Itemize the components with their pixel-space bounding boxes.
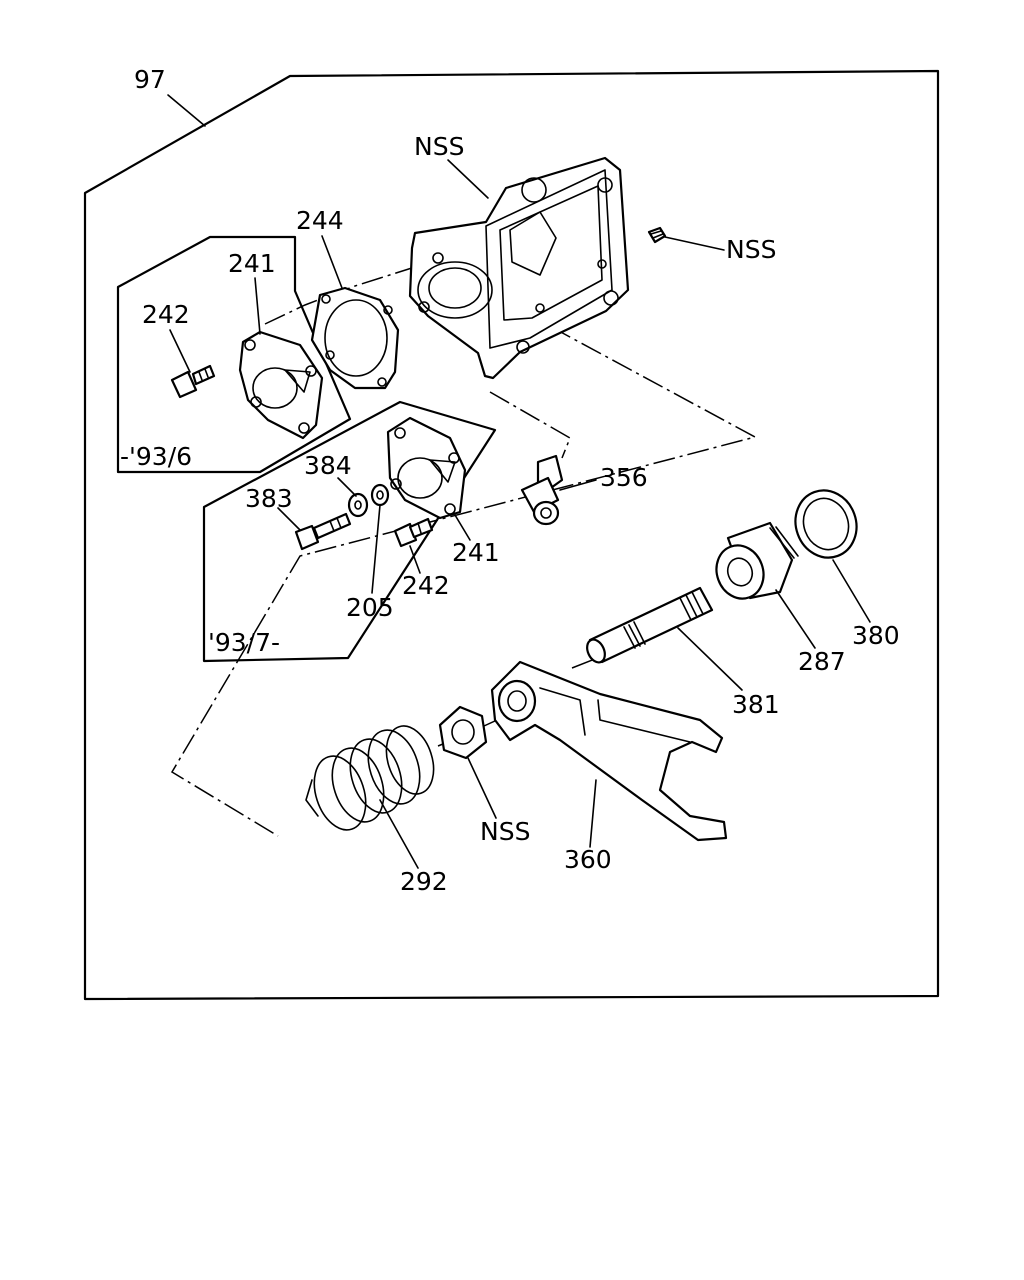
housing-part [408, 156, 630, 380]
label-nss-plug: NSS [726, 235, 776, 264]
leader-242-early [169, 329, 191, 373]
leader-383 [277, 507, 301, 531]
leader-244 [321, 235, 343, 289]
leader-241-late [454, 514, 471, 541]
leader-360 [589, 779, 597, 848]
label-383: 383 [245, 484, 293, 513]
label-97: 97 [134, 65, 166, 94]
assembly-frame [83, 69, 940, 1001]
label-241-late: 241 [452, 538, 500, 567]
label-range-late: '93/7- [208, 628, 280, 657]
label-244: 244 [296, 206, 344, 235]
leader-381 [677, 627, 743, 691]
leader-nss-nut [467, 757, 497, 819]
gasket-part [310, 286, 400, 390]
group-box-early [116, 235, 352, 474]
label-380: 380 [852, 621, 900, 650]
leader-384 [337, 477, 357, 497]
leader-242-late [409, 545, 421, 574]
shaft-part [586, 586, 714, 664]
label-nss-housing: NSS [414, 132, 464, 161]
bushing-part [715, 521, 799, 600]
alignment-line-fitting [489, 391, 571, 459]
label-242-late: 242 [402, 571, 450, 600]
bolt-383-part [294, 512, 352, 551]
label-242-early: 242 [142, 300, 190, 329]
leader-nss-plug [664, 236, 725, 251]
cover-early-part [238, 330, 324, 440]
label-292: 292 [400, 867, 448, 896]
leader-205 [371, 504, 381, 594]
label-range-early: -'93/6 [120, 442, 192, 471]
group-box-late [202, 400, 497, 663]
leader-292 [379, 799, 419, 869]
label-360: 360 [564, 845, 612, 874]
leader-356 [559, 479, 597, 491]
label-nss-nut: NSS [480, 817, 530, 846]
cover-late-part [386, 416, 467, 520]
leader-97 [167, 94, 206, 127]
bolt-early-part [170, 364, 216, 399]
label-241-early: 241 [228, 249, 276, 278]
bolt-late-part [393, 517, 434, 548]
fork-part [490, 660, 728, 842]
label-356: 356 [600, 463, 648, 492]
leader-287 [775, 589, 816, 649]
label-287: 287 [798, 647, 846, 676]
spring-part [305, 725, 435, 831]
fitting-356-part [520, 454, 564, 526]
washer-205-part [370, 483, 390, 507]
label-384: 384 [304, 451, 352, 480]
leader-nss-housing [447, 159, 489, 199]
leader-380 [832, 559, 871, 623]
washer-384-part [347, 492, 369, 518]
leader-241-early [254, 277, 261, 335]
oil-seal-part [794, 489, 858, 559]
alignment-line-mid [170, 309, 758, 837]
plug-screw-part [647, 226, 667, 244]
label-205: 205 [346, 593, 394, 622]
label-381: 381 [732, 690, 780, 719]
nut-part [438, 705, 488, 760]
